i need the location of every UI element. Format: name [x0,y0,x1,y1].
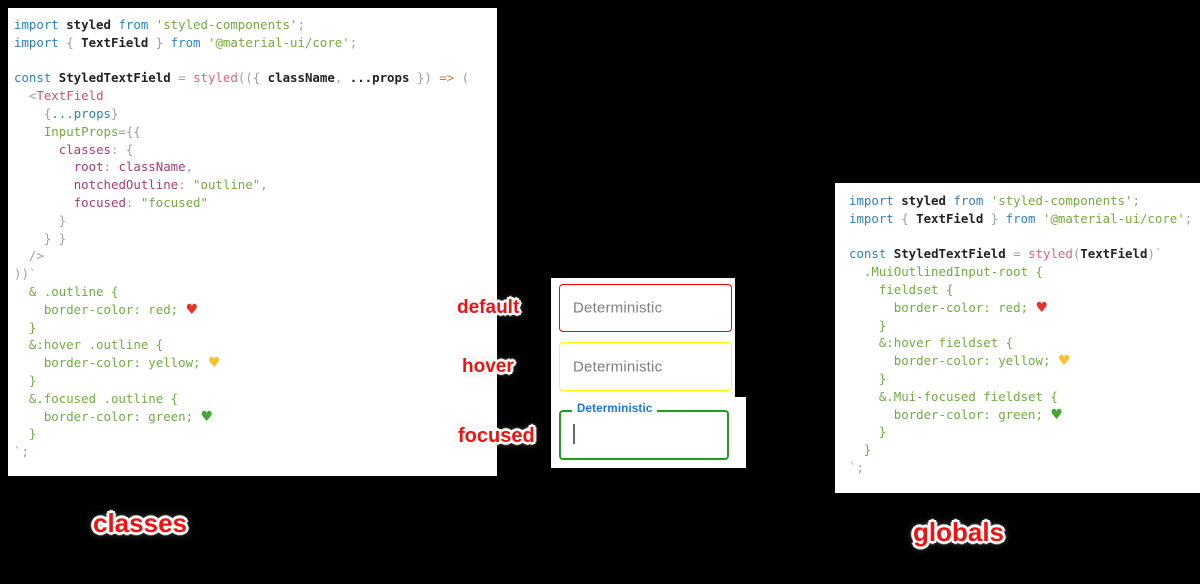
state-label-default: default [457,297,520,318]
code-line: border-color: red; ♥ [14,301,199,318]
textfield-hover[interactable]: Deterministic [559,342,732,391]
state-label-hover: hover [462,356,514,377]
textfield-focused[interactable]: Deterministic [559,403,729,460]
code-line: &.focused .outline { [14,390,179,406]
code-line: &:hover fieldset { [849,335,1014,351]
code-line: } [14,212,67,228]
code-line: } [14,319,37,335]
code-line: <TextField [14,88,104,104]
code-line: } [849,442,872,458]
code-line: root: className, [73,159,194,175]
caption-classes: classes [93,508,187,538]
code-line: InputProps={{ [43,123,141,139]
code-line: notchedOutline: "outline", [73,177,268,193]
code-line: classes: { [58,141,134,157]
code-line: border-color: green; ♥ [849,406,1063,423]
code-line: import styled from 'styled-components'; [14,17,305,32]
code-line: focused: "focused" [73,194,208,210]
code-line: .MuiOutlinedInput-root { [849,264,1043,280]
caption-globals: globals [913,517,1005,547]
code-block-globals: import styled from 'styled-components'; i… [835,183,1200,493]
textfield-floating-label: Deterministic [572,403,658,415]
code-line: border-color: yellow; ♥ [14,355,221,372]
code-line: } } [14,230,67,246]
code-line: /> [14,248,44,264]
textfield-default[interactable]: Deterministic [559,284,732,332]
code-line: } [849,317,887,333]
code-line: border-color: yellow; ♥ [849,353,1071,370]
code-line: &:hover .outline { [14,337,164,353]
code-line: } [14,372,37,388]
code-line: import styled from 'styled-components'; [849,193,1140,208]
code-line: &.Mui-focused fieldset { [849,388,1058,404]
code-line: & .outline { [14,283,119,299]
code-line: border-color: green; ♥ [14,408,214,425]
code-line [14,52,493,70]
code-body-globals: import styled from 'styled-components'; i… [849,192,1198,477]
code-line: `; [14,444,29,460]
code-line [849,228,1198,246]
code-line: } [849,424,887,440]
code-line: `; [849,459,864,475]
code-line: const StyledTextField = styled(({ classN… [14,70,470,86]
code-block-classes: import styled from 'styled-components'; i… [8,8,497,476]
code-line: import { TextField } from '@material-ui/… [849,210,1193,226]
code-line: fieldset { [849,281,954,297]
text-cursor [573,424,575,444]
code-body-classes: import styled from 'styled-components'; i… [14,16,493,461]
code-line: import { TextField } from '@material-ui/… [14,34,358,50]
code-line: {...props} [14,105,119,121]
textfield-default-label: Deterministic [573,299,663,317]
code-line: const StyledTextField = styled(TextField… [849,246,1163,262]
state-label-focused: focused [458,425,535,447]
code-line: } [849,370,887,386]
code-line: ))` [14,266,37,282]
textfield-hover-label: Deterministic [573,358,663,375]
code-line: border-color: red; ♥ [849,299,1049,316]
code-line: } [14,426,37,442]
